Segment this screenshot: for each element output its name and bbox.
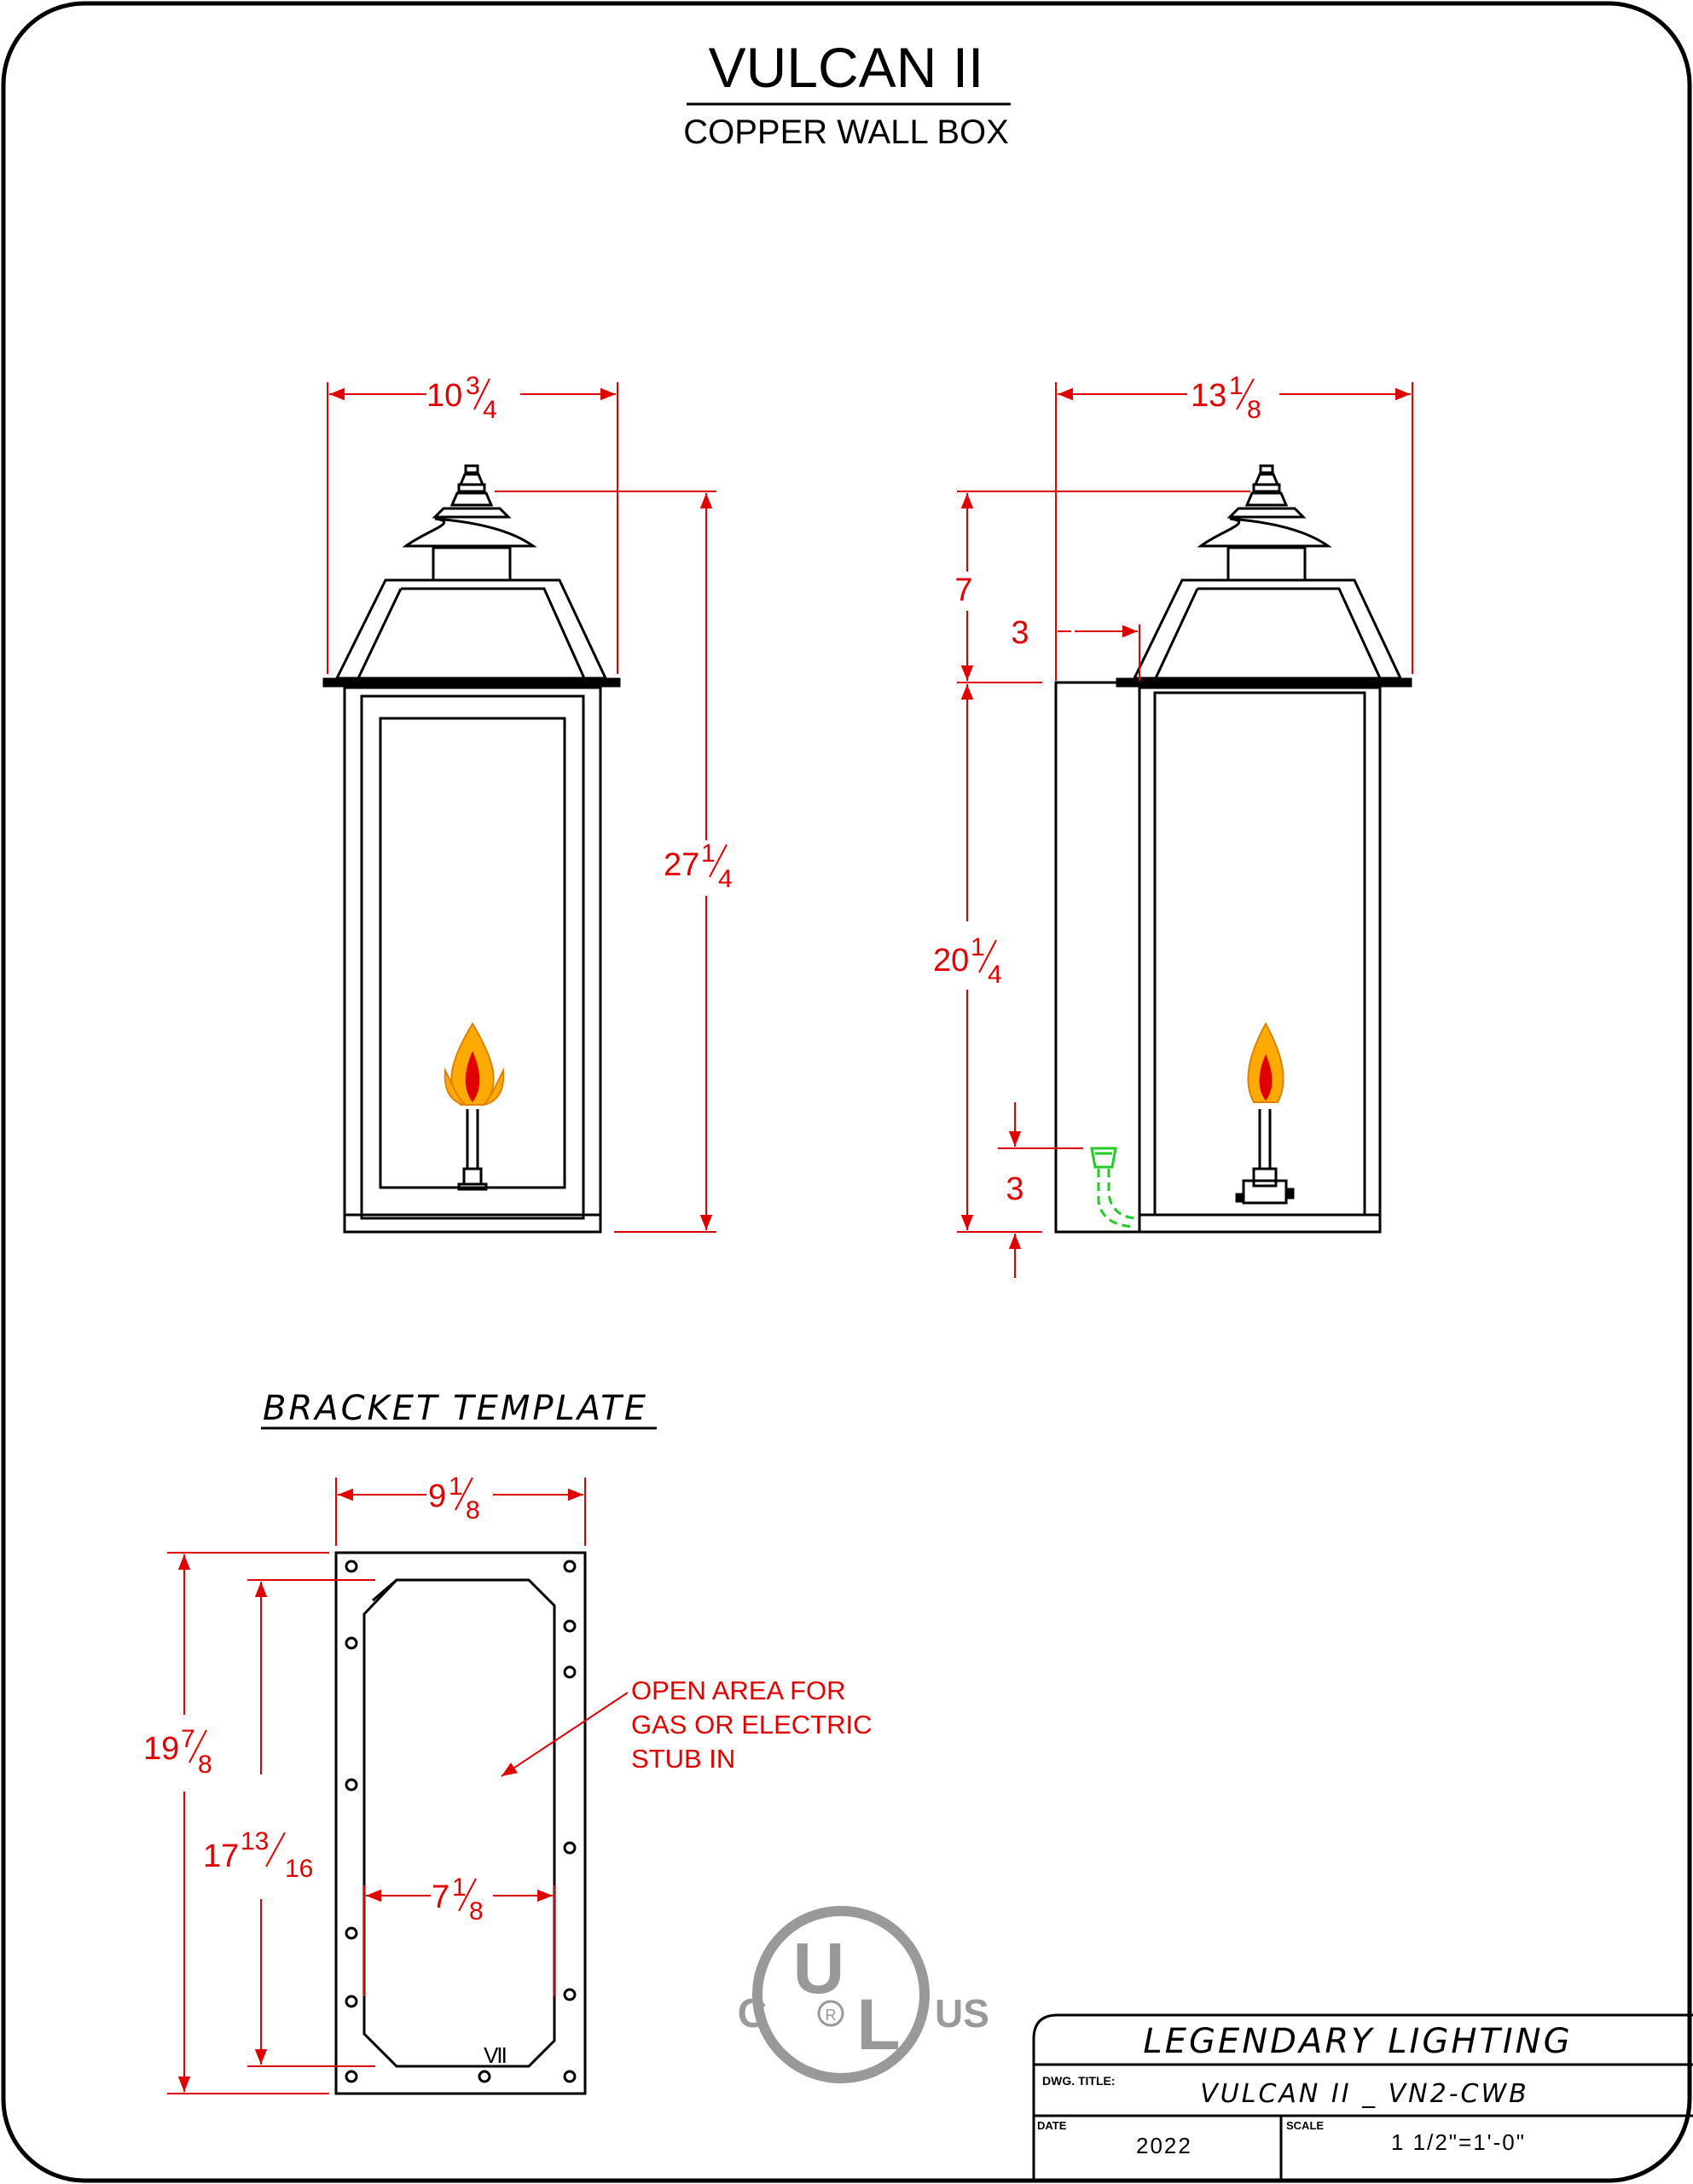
svg-text:US: US bbox=[935, 1991, 989, 2036]
bracket-inner-width-label: 7 1 8 bbox=[432, 1873, 484, 1926]
svg-text:8: 8 bbox=[198, 1751, 212, 1779]
ul-logo: C U L R US bbox=[738, 1906, 989, 2083]
side-depth-label: 13 1 8 bbox=[1191, 372, 1261, 424]
svg-text:1: 1 bbox=[452, 1873, 467, 1902]
date-value: 2022 bbox=[1136, 2133, 1192, 2158]
svg-text:STUB IN: STUB IN bbox=[631, 1744, 735, 1774]
bracket-note: OPEN AREA FOR GAS OR ELECTRIC STUB IN bbox=[631, 1676, 873, 1774]
svg-text:U: U bbox=[793, 1928, 845, 2008]
svg-text:7: 7 bbox=[181, 1725, 195, 1753]
bracket-template bbox=[334, 1551, 587, 2095]
side-box-height-label: 20 1 4 bbox=[933, 933, 1002, 989]
svg-text:1: 1 bbox=[449, 1472, 463, 1501]
svg-text:8: 8 bbox=[1247, 396, 1261, 424]
svg-text:20: 20 bbox=[933, 943, 969, 979]
svg-text:4: 4 bbox=[483, 396, 497, 424]
svg-text:16: 16 bbox=[285, 1855, 313, 1883]
page-subtitle: COPPER WALL BOX bbox=[683, 113, 1009, 151]
dwg-title-value: VULCAN II _ VN2-CWB bbox=[1200, 2079, 1528, 2109]
bracket-width-label: 9 1 8 bbox=[428, 1472, 480, 1525]
svg-text:7: 7 bbox=[432, 1879, 449, 1915]
company-name: LEGENDARY LIGHTING bbox=[1143, 2022, 1572, 2061]
side-offset-label: 3 bbox=[1011, 615, 1029, 651]
bracket-dimension-lines bbox=[167, 1478, 629, 2094]
svg-text:1: 1 bbox=[1229, 372, 1244, 400]
svg-text:10: 10 bbox=[426, 378, 462, 414]
svg-text:1: 1 bbox=[701, 839, 716, 868]
svg-text:4: 4 bbox=[718, 865, 733, 893]
dwg-title-label: DWG. TITLE: bbox=[1042, 2074, 1116, 2088]
svg-text:8: 8 bbox=[469, 1897, 484, 1926]
side-top-height-label: 7 bbox=[954, 572, 972, 608]
svg-text:13: 13 bbox=[241, 1827, 269, 1856]
svg-text:3: 3 bbox=[466, 372, 480, 400]
svg-text:4: 4 bbox=[988, 961, 1002, 989]
title-block bbox=[1032, 2013, 1693, 2181]
svg-text:17: 17 bbox=[203, 1838, 239, 1874]
date-label: DATE bbox=[1037, 2119, 1067, 2132]
side-flame-icon bbox=[1247, 1021, 1284, 1103]
svg-text:8: 8 bbox=[466, 1496, 480, 1525]
front-dimension-lines bbox=[327, 382, 716, 1233]
front-flame-icon bbox=[444, 1022, 505, 1107]
svg-text:27: 27 bbox=[664, 847, 699, 883]
front-view bbox=[322, 464, 621, 1234]
svg-text:13: 13 bbox=[1191, 378, 1226, 414]
svg-text:1: 1 bbox=[971, 933, 985, 961]
svg-text:9: 9 bbox=[428, 1478, 446, 1514]
svg-text:C: C bbox=[738, 1991, 768, 2036]
svg-text:OPEN AREA FOR: OPEN AREA FOR bbox=[631, 1676, 846, 1705]
bracket-height-label: 19 7 8 bbox=[143, 1725, 212, 1779]
front-height-label: 27 1 4 bbox=[664, 839, 733, 893]
scale-label: SCALE bbox=[1286, 2119, 1324, 2132]
side-view bbox=[1054, 464, 1412, 1234]
svg-text:GAS OR ELECTRIC: GAS OR ELECTRIC bbox=[631, 1710, 873, 1740]
svg-text:L: L bbox=[856, 1984, 900, 2065]
bracket-heading: BRACKET TEMPLATE bbox=[263, 1389, 648, 1428]
side-stub-height-label: 3 bbox=[1006, 1171, 1023, 1207]
page-title: VULCAN II bbox=[709, 36, 984, 99]
side-dimension-lines bbox=[957, 382, 1413, 1278]
bracket-stamp: VII bbox=[484, 2042, 506, 2068]
front-width-label: 10 3 4 bbox=[426, 372, 497, 424]
svg-text:19: 19 bbox=[143, 1731, 179, 1767]
svg-text:R: R bbox=[826, 2007, 837, 2024]
scale-value: 1 1/2"=1'-0" bbox=[1391, 2129, 1526, 2155]
gas-stub-icon bbox=[1090, 1147, 1137, 1228]
bracket-inner-height-label: 17 13 16 bbox=[203, 1827, 313, 1883]
